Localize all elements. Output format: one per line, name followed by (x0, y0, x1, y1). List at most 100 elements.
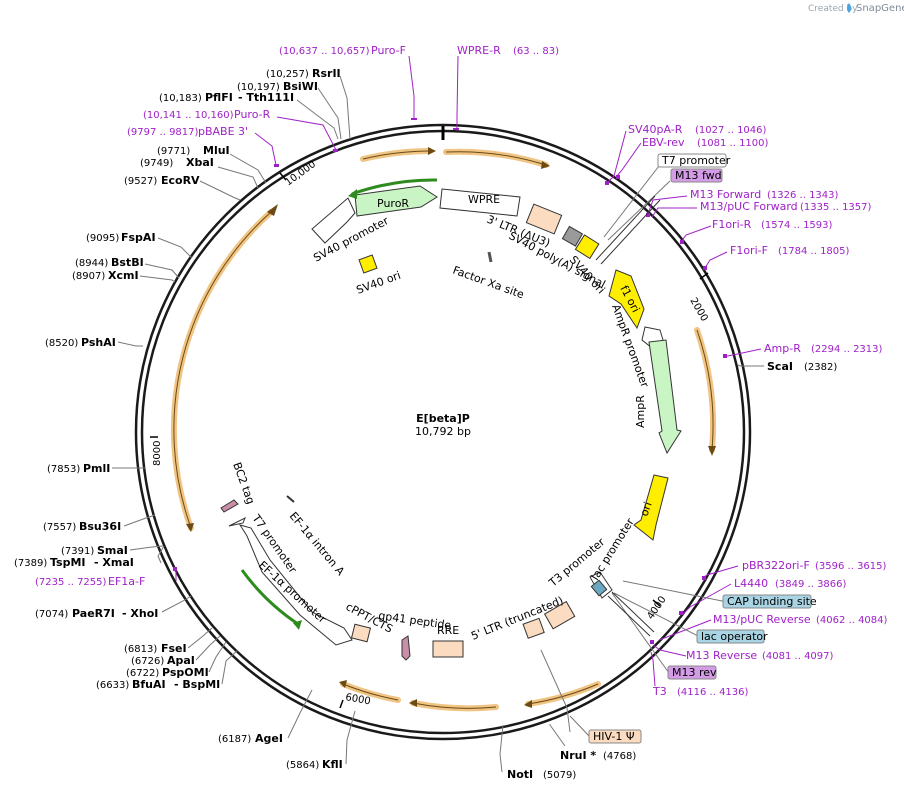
orange-arc-cores (173, 150, 714, 709)
l4440-name: L4440 (734, 577, 768, 590)
t3-range: (4116 .. 4136) (677, 687, 749, 698)
sv40-ori-left-feature[interactable] (358, 254, 378, 274)
paer7i-name: PaeR7I (72, 607, 115, 620)
ebvrev-range: (1081 .. 1100) (697, 138, 769, 149)
apai-pos: (6726) (131, 656, 164, 667)
bc2-tag-label: BC2 tag (230, 461, 257, 506)
tick-marks (150, 172, 709, 709)
pflfi-alt: - Tth111I (238, 91, 294, 104)
ampr-label: AmpR (634, 395, 647, 428)
m13-fwd-box[interactable] (670, 168, 723, 183)
factorxa-mark (487, 251, 493, 263)
paer7i-alt: - XhoI (122, 607, 158, 620)
fspai-name: FspAI (121, 231, 156, 244)
m13rev-primer-name: M13 Reverse (686, 649, 757, 662)
ecorv-pos: (9527) (124, 176, 157, 187)
ori-feature[interactable] (633, 474, 669, 541)
bc2-tag-feature[interactable] (220, 499, 239, 513)
apai-name: ApaI (167, 654, 195, 667)
cap-site-box[interactable] (722, 594, 812, 609)
pbabe3-name: pBABE 3' (198, 125, 248, 138)
l4440-range: (3849 .. 3866) (775, 579, 847, 590)
t3-name: T3 (652, 685, 667, 698)
orange-arc-heads (186, 147, 716, 708)
hiv-box-label: HIV-1 Ψ (593, 730, 635, 743)
fsei-name: FseI (161, 642, 187, 655)
pbabe3-range: (9797 .. 9817) (127, 127, 199, 138)
cppt-feature[interactable] (350, 623, 372, 643)
hiv-box[interactable] (588, 729, 642, 744)
primer-leaders (174, 55, 762, 687)
mlui-name: MluI (203, 144, 230, 157)
pspomi-pos: (6722) (126, 668, 159, 679)
credit-prefix: Created by (808, 4, 858, 14)
purof-range: (10,637 .. 10,657) (279, 46, 370, 57)
pmli-pos: (7853) (47, 464, 80, 475)
sv40-promoter-feature[interactable] (311, 197, 356, 244)
pbr322-range: (3596 .. 3615) (815, 561, 887, 572)
tspmi-name: TspMI (50, 556, 86, 569)
wpre-feature[interactable] (439, 188, 521, 217)
tick-label-8000: 8000 (152, 441, 163, 466)
f1orif-range: (1784 .. 1805) (778, 246, 850, 257)
m13puc-range: (1335 .. 1357) (800, 202, 872, 213)
puror-primer-name: Puro-R (234, 108, 271, 121)
ampr-feature[interactable] (648, 339, 682, 455)
ltr5b-feature[interactable] (543, 600, 576, 630)
gp41-feature[interactable] (401, 635, 411, 661)
rre-label: RRE (437, 624, 459, 637)
rsrii-name: RsrII (312, 67, 341, 80)
rsrii-pos: (10,257) (266, 69, 309, 80)
puror-feature[interactable] (354, 185, 438, 217)
bsu36i-pos: (7557) (43, 522, 76, 533)
ef1af-range: (7235 .. 7255) (35, 577, 107, 588)
smai-pos: (7391) (61, 546, 94, 557)
pflfi-pos: (10,183) (159, 93, 202, 104)
credit-brand: SnapGene (856, 3, 904, 14)
f1-ori-feature[interactable] (608, 269, 645, 330)
pshai-pos: (8520) (45, 338, 78, 349)
m13pucrev-range: (4062 .. 4084) (816, 615, 888, 626)
tick-label-6000: 6000 (344, 692, 371, 707)
f1orir-range: (1574 .. 1593) (761, 220, 833, 231)
xcmi-pos: (8907) (72, 271, 105, 282)
ori-label: ori (638, 500, 655, 518)
tspmi-alt: - XmaI (94, 556, 134, 569)
sv40-ori-right-feature[interactable] (574, 234, 600, 260)
ltr3-feature[interactable] (525, 203, 563, 235)
m13-fwd-box-label: M13 fwd (675, 169, 722, 182)
ebvrev-name: EBV-rev (642, 136, 685, 149)
ef1af-name: EF1a-F (108, 575, 145, 588)
ampr-range: (2294 .. 2313) (811, 344, 883, 355)
ltr5a-feature[interactable] (522, 617, 545, 639)
noti-name: NotI (507, 768, 533, 781)
f1orir-name: F1ori-R (712, 218, 752, 231)
rre-feature[interactable] (432, 640, 464, 658)
tick-label-2000: 2000 (687, 296, 709, 324)
bswi-pos: (10,197) (237, 82, 280, 93)
m13-rev-box[interactable] (667, 665, 717, 680)
m13puc-name: M13/pUC Forward (700, 200, 798, 213)
wprer-range: (63 .. 83) (513, 46, 559, 57)
m13-rev-box-label: M13 rev (672, 666, 717, 679)
sv40-ori-left-label: SV40 ori (355, 269, 403, 297)
sv40par-name: SV40pA-R (628, 123, 683, 136)
bstbi-name: BstBI (111, 256, 144, 269)
snapgene-logo-icon (847, 3, 851, 13)
lac-site-lines (607, 591, 655, 637)
agei-pos: (6187) (218, 734, 251, 745)
lac-operator-box[interactable] (696, 629, 765, 644)
scai-pos: (2382) (804, 362, 837, 373)
scai-name: ScaI (767, 360, 793, 373)
wprer-name: WPRE-R (457, 44, 501, 57)
fspai-pos: (9095) (86, 233, 119, 244)
ampr-primer-name: Amp-R (764, 342, 801, 355)
t7-promoter-box[interactable] (657, 153, 727, 168)
sv40-polya-feature[interactable] (561, 225, 584, 247)
kfli-pos: (5864) (286, 760, 319, 771)
mlui-pos: (9771) (157, 146, 190, 157)
ecorv-name: EcoRV (161, 174, 200, 187)
ef1a-promoter-feature[interactable] (238, 524, 353, 646)
smai-name: SmaI (97, 544, 128, 557)
bfuai-name: BfuAI (132, 678, 166, 691)
